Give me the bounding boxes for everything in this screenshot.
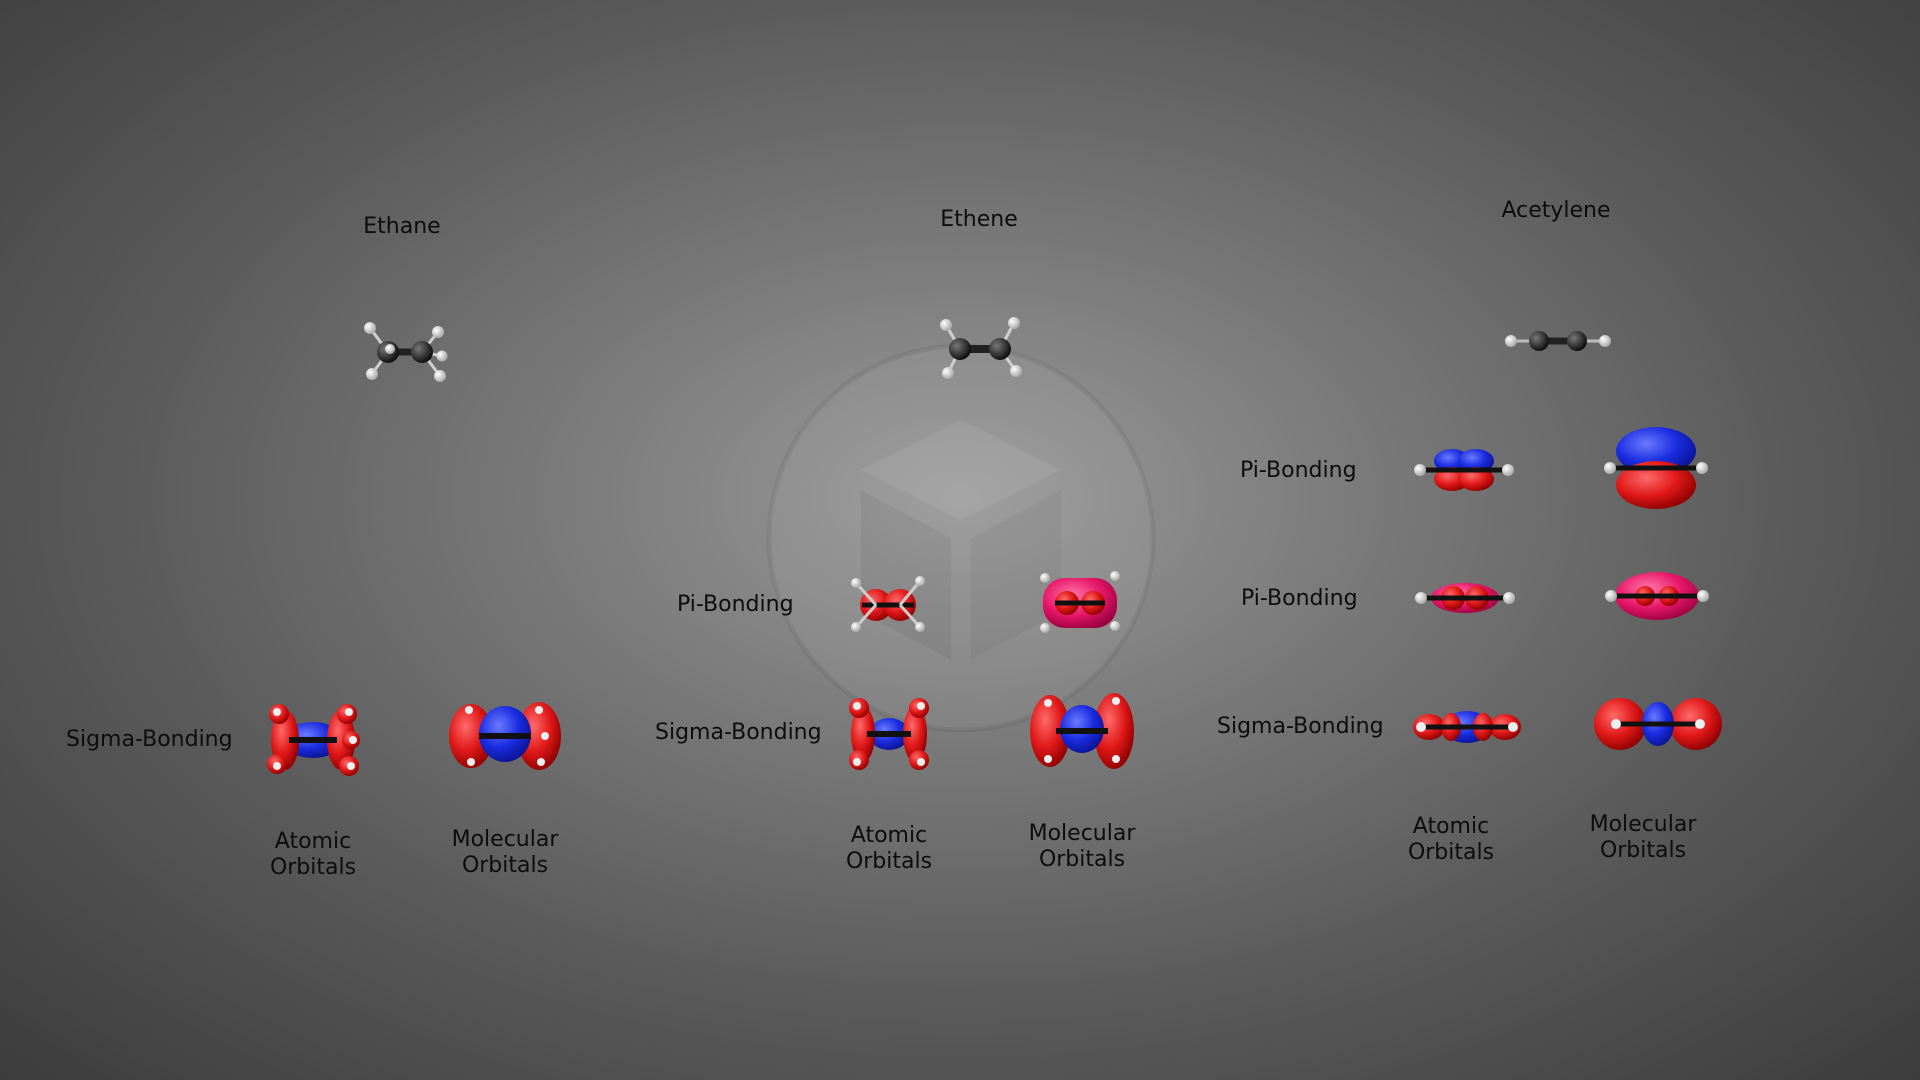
acetylene-molecular-orbitals-label: Molecular Orbitals xyxy=(1589,812,1697,863)
ethene-sigma-label: Sigma-Bonding xyxy=(655,720,822,745)
acetylene-pi-1-atomic-orbital xyxy=(1414,449,1514,491)
ethane-title: Ethane xyxy=(363,214,441,239)
viewer-logo-watermark-icon xyxy=(766,343,1156,733)
acetylene-sigma-molecular-orbital xyxy=(1594,698,1722,750)
acetylene-molecule-icon xyxy=(1505,331,1611,351)
acetylene-pi-2-atomic-orbital xyxy=(1415,583,1515,613)
ethane-atomic-orbitals-label: Atomic Orbitals xyxy=(269,829,357,880)
acetylene-atomic-orbitals-label: Atomic Orbitals xyxy=(1407,814,1495,865)
ethane-sigma-atomic-orbital xyxy=(267,704,360,776)
ethene-pi-atomic-orbital xyxy=(851,576,925,632)
ethane-sigma-molecular-orbital xyxy=(449,702,561,770)
acetylene-sigma-atomic-orbital xyxy=(1413,711,1521,743)
ethene-pi-label: Pi-Bonding xyxy=(677,592,794,617)
ethene-title: Ethene xyxy=(940,207,1018,232)
ethane-sigma-label: Sigma-Bonding xyxy=(66,727,233,752)
ethene-molecular-orbitals-label: Molecular Orbitals xyxy=(1028,821,1136,872)
acetylene-title: Acetylene xyxy=(1501,198,1611,223)
acetylene-sigma-label: Sigma-Bonding xyxy=(1217,714,1384,739)
ethene-pi-molecular-orbital xyxy=(1040,571,1120,633)
ethane-molecule-icon xyxy=(364,322,448,382)
ethane-molecular-orbitals-label: Molecular Orbitals xyxy=(451,827,559,878)
ethene-sigma-atomic-orbital xyxy=(849,698,929,770)
ethene-molecule-icon xyxy=(940,317,1022,379)
ethene-atomic-orbitals-label: Atomic Orbitals xyxy=(845,823,933,874)
acetylene-pi-label-2: Pi-Bonding xyxy=(1241,586,1358,611)
ethene-sigma-molecular-orbital xyxy=(1030,693,1134,769)
acetylene-pi-label-1: Pi-Bonding xyxy=(1240,458,1357,483)
acetylene-pi-1-molecular-orbital xyxy=(1604,427,1708,509)
acetylene-pi-2-molecular-orbital xyxy=(1605,572,1709,620)
